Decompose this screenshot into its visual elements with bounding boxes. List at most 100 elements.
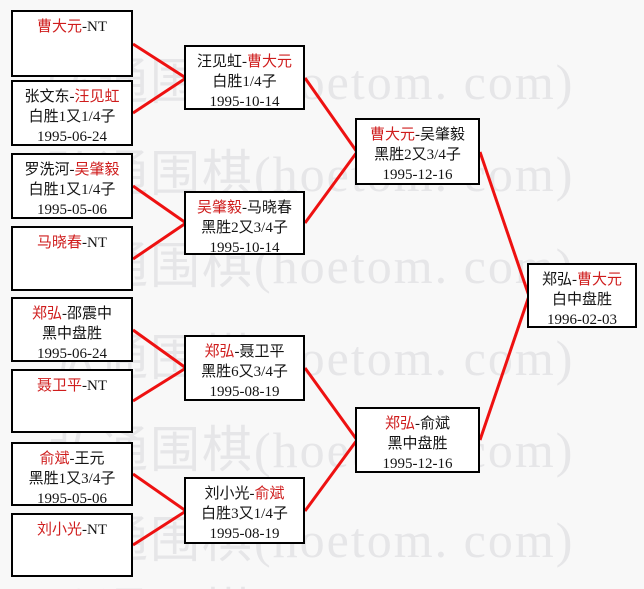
match-result: 黑胜2又3/4子 bbox=[374, 147, 461, 163]
match-players: 郑弘-聂卫平 bbox=[186, 342, 303, 362]
match-box-final: 郑弘-曹大元 白中盘胜 1996-02-03 bbox=[527, 263, 637, 328]
match-box-r1-4: 马晓春-NT bbox=[11, 226, 133, 291]
vs-separator: - bbox=[415, 127, 420, 143]
vs-separator: - bbox=[572, 272, 577, 288]
match-box-r1-2: 张文东-汪见虹 白胜1又1/4子 1995-06-24 bbox=[11, 80, 133, 146]
player-name: NT bbox=[87, 378, 107, 394]
player-name: 吴肇毅 bbox=[74, 162, 120, 178]
match-box-r1-1: 曹大元-NT bbox=[11, 10, 133, 77]
vs-separator: - bbox=[62, 306, 67, 322]
match-date: 1995-05-06 bbox=[37, 491, 107, 507]
connector-line bbox=[303, 77, 359, 153]
match-date: 1995-10-14 bbox=[209, 240, 280, 256]
player-name: 郑弘 bbox=[31, 306, 62, 322]
match-box-r1-6: 聂卫平-NT bbox=[11, 369, 133, 433]
player-name: 俞斌 bbox=[39, 451, 70, 467]
match-players: 曹大元-NT bbox=[13, 17, 131, 37]
player-name: 郑弘 bbox=[541, 272, 572, 288]
watermark-text: 弘通围棋(hoetom. com) bbox=[46, 330, 575, 386]
player-name: NT bbox=[87, 19, 107, 35]
match-players: 汪见虹-曹大元 bbox=[186, 52, 303, 72]
vs-separator: - bbox=[82, 378, 87, 394]
connector-line bbox=[132, 42, 187, 80]
match-date: 1995-05-06 bbox=[37, 202, 107, 218]
connector-line bbox=[478, 295, 531, 441]
connector-line bbox=[132, 76, 187, 115]
connector-line bbox=[132, 366, 187, 403]
match-players: 曹大元-吴肇毅 bbox=[357, 125, 478, 145]
connector-line bbox=[132, 221, 187, 261]
player-name: 马晓春 bbox=[247, 200, 293, 216]
match-result: 白胜1/4子 bbox=[212, 74, 277, 90]
match-date: 1995-06-24 bbox=[37, 346, 107, 362]
match-players: 刘小光-俞斌 bbox=[186, 484, 303, 504]
player-name: 曹大元 bbox=[369, 127, 415, 143]
player-name: 刘小光 bbox=[36, 522, 82, 538]
vs-separator: - bbox=[415, 416, 420, 432]
player-name: 汪见虹 bbox=[74, 89, 120, 105]
match-players: 罗洗河-吴肇毅 bbox=[13, 160, 131, 180]
match-players: 郑弘-俞斌 bbox=[357, 414, 478, 434]
match-result: 白胜1又1/4子 bbox=[28, 109, 116, 125]
match-players: 刘小光-NT bbox=[13, 520, 131, 540]
player-name: 郑弘 bbox=[204, 344, 235, 360]
vs-separator: - bbox=[69, 451, 75, 467]
player-name: 刘小光 bbox=[204, 486, 250, 502]
connector-line bbox=[303, 439, 359, 512]
match-result: 白胜3又1/4子 bbox=[201, 506, 288, 522]
connector-line bbox=[132, 509, 187, 547]
match-box-sf-1: 曹大元-吴肇毅 黑胜2又3/4子 1995-12-16 bbox=[355, 118, 480, 185]
player-name: 曹大元 bbox=[247, 54, 293, 70]
match-result: 黑中盘胜 bbox=[387, 436, 448, 452]
player-name: 曹大元 bbox=[36, 19, 82, 35]
connector-line bbox=[132, 472, 187, 513]
player-name: 聂卫平 bbox=[239, 344, 285, 360]
match-result: 黑中盘胜 bbox=[41, 326, 102, 342]
player-name: NT bbox=[87, 235, 107, 251]
watermark-text: 弘通围棋(hoetom. com) bbox=[46, 422, 575, 478]
player-name: 吴肇毅 bbox=[196, 200, 242, 216]
player-name: 俞斌 bbox=[420, 416, 451, 432]
vs-separator: - bbox=[242, 200, 247, 216]
match-result: 白胜1又1/4子 bbox=[28, 182, 116, 198]
match-date: 1995-06-24 bbox=[37, 129, 107, 145]
match-box-r2-3: 郑弘-聂卫平 黑胜6又3/4子 1995-08-19 bbox=[184, 335, 305, 401]
match-box-r2-4: 刘小光-俞斌 白胜3又1/4子 1995-08-19 bbox=[184, 477, 305, 544]
player-name: 罗洗河 bbox=[24, 162, 70, 178]
watermark-text: 弘通围棋(hoetom. com) bbox=[46, 512, 575, 568]
vs-separator: - bbox=[234, 344, 240, 360]
player-name: 聂卫平 bbox=[36, 378, 82, 394]
match-date: 1995-10-14 bbox=[209, 94, 280, 110]
connector-line bbox=[132, 328, 187, 370]
match-players: 郑弘-邵震中 bbox=[13, 304, 131, 324]
match-box-r2-1: 汪见虹-曹大元 白胜1/4子 1995-10-14 bbox=[184, 45, 305, 110]
match-box-r1-8: 刘小光-NT bbox=[11, 513, 133, 577]
match-box-r2-2: 吴肇毅-马晓春 黑胜2又3/4子 1995-10-14 bbox=[184, 191, 305, 256]
match-date: 1995-12-16 bbox=[382, 167, 453, 183]
vs-separator: - bbox=[249, 486, 255, 502]
player-name: 郑弘 bbox=[384, 416, 415, 432]
match-date: 1995-08-19 bbox=[209, 384, 280, 400]
player-name: 邵震中 bbox=[67, 306, 113, 322]
connector-line bbox=[303, 151, 359, 224]
match-players: 吴肇毅-马晓春 bbox=[186, 198, 303, 218]
connector-line bbox=[478, 151, 531, 297]
match-result: 黑胜6又3/4子 bbox=[201, 364, 288, 380]
match-box-r1-3: 罗洗河-吴肇毅 白胜1又1/4子 1995-05-06 bbox=[11, 153, 133, 219]
match-players: 张文东-汪见虹 bbox=[13, 87, 131, 107]
vs-separator: - bbox=[242, 54, 247, 70]
match-box-sf-2: 郑弘-俞斌 黑中盘胜 1995-12-16 bbox=[355, 407, 480, 473]
player-name: 吴肇毅 bbox=[420, 127, 466, 143]
player-name: 俞斌 bbox=[254, 486, 285, 502]
match-players: 聂卫平-NT bbox=[13, 376, 131, 396]
watermark-text: 弘通围棋(hoetom. com) bbox=[46, 146, 575, 202]
player-name: 王元 bbox=[74, 451, 105, 467]
player-name: 汪见虹 bbox=[196, 54, 242, 70]
player-name: NT bbox=[87, 522, 107, 538]
match-date: 1996-02-03 bbox=[547, 312, 617, 328]
watermark-text: 弘通围棋(hoetom. com) bbox=[46, 572, 574, 589]
vs-separator: - bbox=[82, 522, 87, 538]
match-result: 黑胜1又3/4子 bbox=[28, 471, 116, 487]
